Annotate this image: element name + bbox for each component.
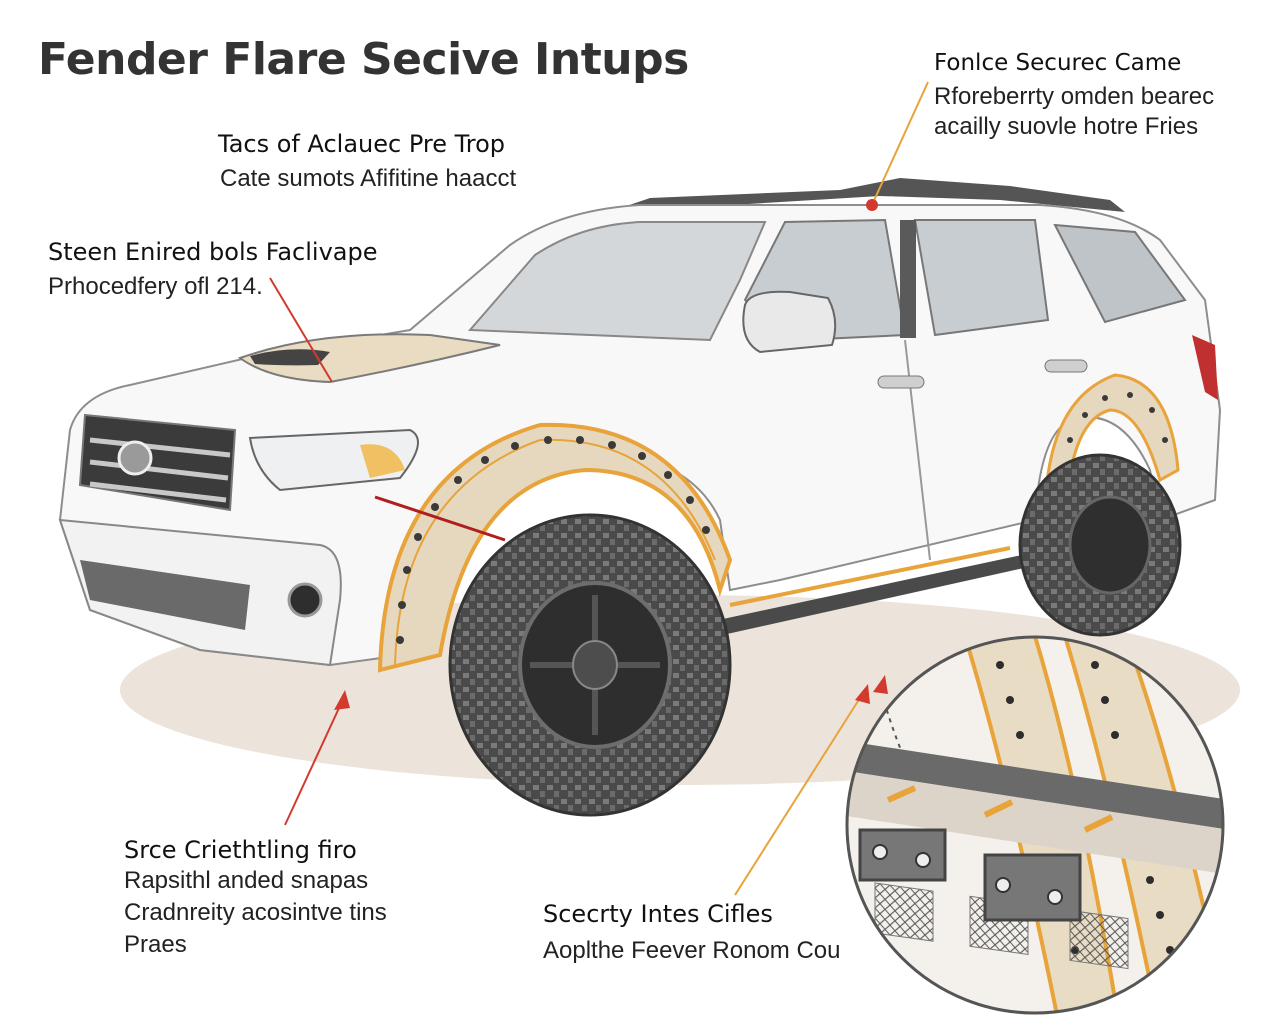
brand-emblem xyxy=(117,440,153,476)
callout-top-right-line-1: Rforeberrty omden bearec xyxy=(934,83,1215,110)
callout-top-left-line-1: Cate sumots Afifitine haacct xyxy=(220,165,517,192)
callout-top-left-heading: Tacs of Aclauec Pre Trop xyxy=(218,130,506,158)
leader-lines xyxy=(269,81,929,896)
leader-bottom-center xyxy=(734,689,866,896)
lower-bumper-trim xyxy=(80,560,250,630)
callout-bottom-left-heading: Srce Criethtling firo xyxy=(124,836,357,864)
side-mirror xyxy=(742,290,837,354)
tail-light xyxy=(1192,335,1218,400)
b-pillar xyxy=(900,220,916,338)
marker-roof xyxy=(866,199,878,211)
magnified-fender-detail xyxy=(845,635,1225,1015)
rear-wheel xyxy=(1068,495,1152,595)
rear-fender-flare xyxy=(1043,373,1180,522)
arrow-lens xyxy=(873,675,888,694)
callout-bottom-left-line-3: Praes xyxy=(124,931,187,958)
hood-scoop xyxy=(237,333,501,384)
page-title: Fender Flare Secive Intups xyxy=(38,34,689,85)
running-board xyxy=(695,550,1060,640)
door-handle-rear xyxy=(1044,359,1088,373)
callout-bottom-center-heading: Scecrty Intes Cifles xyxy=(543,900,773,928)
windshield xyxy=(467,221,767,342)
callout-left-line-1: Prhocedfery ofl 214. xyxy=(48,273,263,300)
callout-bottom-left-line-1: Rapsithl anded snapas xyxy=(124,867,369,894)
rear-window xyxy=(913,219,1050,337)
leader-headlight xyxy=(374,495,506,542)
mount-plate-right xyxy=(983,853,1082,922)
fog-light xyxy=(287,582,323,618)
leader-bottom-left xyxy=(284,694,346,826)
suv-illustration xyxy=(58,178,1222,817)
front-fender-flare xyxy=(377,422,733,673)
front-flare-bolts xyxy=(396,436,710,644)
callout-top-right-heading: Fonlce Securec Came xyxy=(934,50,1182,76)
arrow-bottom-left xyxy=(334,690,350,710)
roof-rail xyxy=(600,178,1125,215)
arrow-bottom-center xyxy=(855,684,870,704)
callout-top-right-line-2: acailly suovle hotre Fries xyxy=(934,113,1199,140)
callout-bottom-center-line-1: Aoplthe Feever Ronom Cou xyxy=(543,937,841,964)
leader-top-right xyxy=(871,81,929,206)
back-window xyxy=(1053,223,1187,324)
callout-bottom-left-line-2: Cradnreity acosintve tins xyxy=(124,899,387,926)
leader-left xyxy=(269,277,333,383)
door-handle-front xyxy=(877,375,925,389)
callout-left-heading: Steen Enired bols Faclivape xyxy=(48,238,378,266)
hood-vent xyxy=(250,349,330,366)
